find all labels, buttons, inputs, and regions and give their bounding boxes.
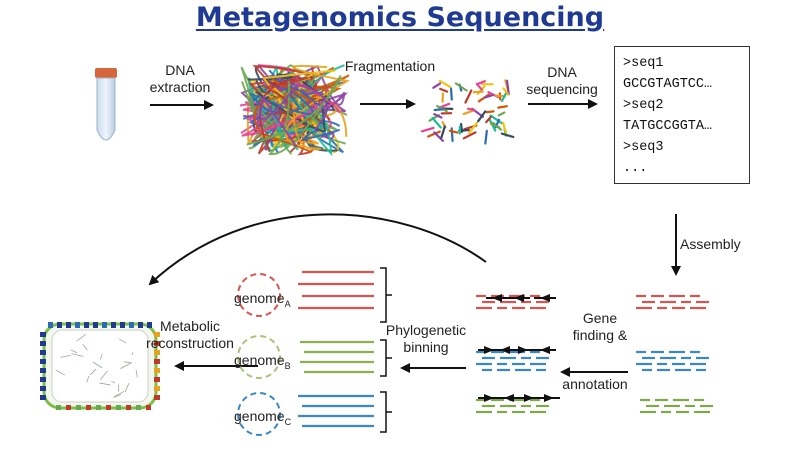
sequence-reads-box: >seq1 GCCGTAGTCC… >seq2 TATGCCGGTA… >seq… [614,46,750,184]
test-tube-icon [95,68,117,141]
step-phylogenetic-binning: Phylogenetic binning [385,322,467,355]
curved-arrow [148,213,487,286]
step-dna-extraction: DNA extraction [149,62,211,95]
seq-line: GCCGTAGTCC… [623,77,713,92]
seq-line: >seq1 [623,56,664,71]
seq-line: >seq2 [623,98,664,113]
step-metabolic-reconstruction: Metabolic reconstruction [146,318,234,351]
page-title: Metagenomics Sequencing [195,2,605,33]
seq-line: TATGCCGGTA… [623,119,713,134]
bin-brackets [380,267,392,433]
step-annotation: annotation [562,376,628,392]
genome-c-label: genomeC [234,408,292,427]
seq-line: ... [623,161,648,176]
metabolic-map-icon [40,322,160,410]
step-fragmentation: Fragmentation [344,58,436,74]
dna-tangle-icon [239,64,351,157]
genome-b-circle [237,335,281,379]
dna-fragments-icon [420,79,515,145]
step-gene-finding: Gene finding & [572,310,628,343]
genome-a-label: genomeA [234,290,291,309]
genome-c-circle [237,392,281,436]
binned-reads [298,270,374,428]
step-assembly: Assembly [680,236,741,252]
genome-b-label: genomeB [234,352,291,371]
step-dna-sequencing: DNA sequencing [526,64,598,97]
seq-line: >seq3 [623,140,664,155]
genome-a-circle [237,273,281,317]
assembled-contigs [636,294,713,414]
annotated-contigs [476,294,560,414]
